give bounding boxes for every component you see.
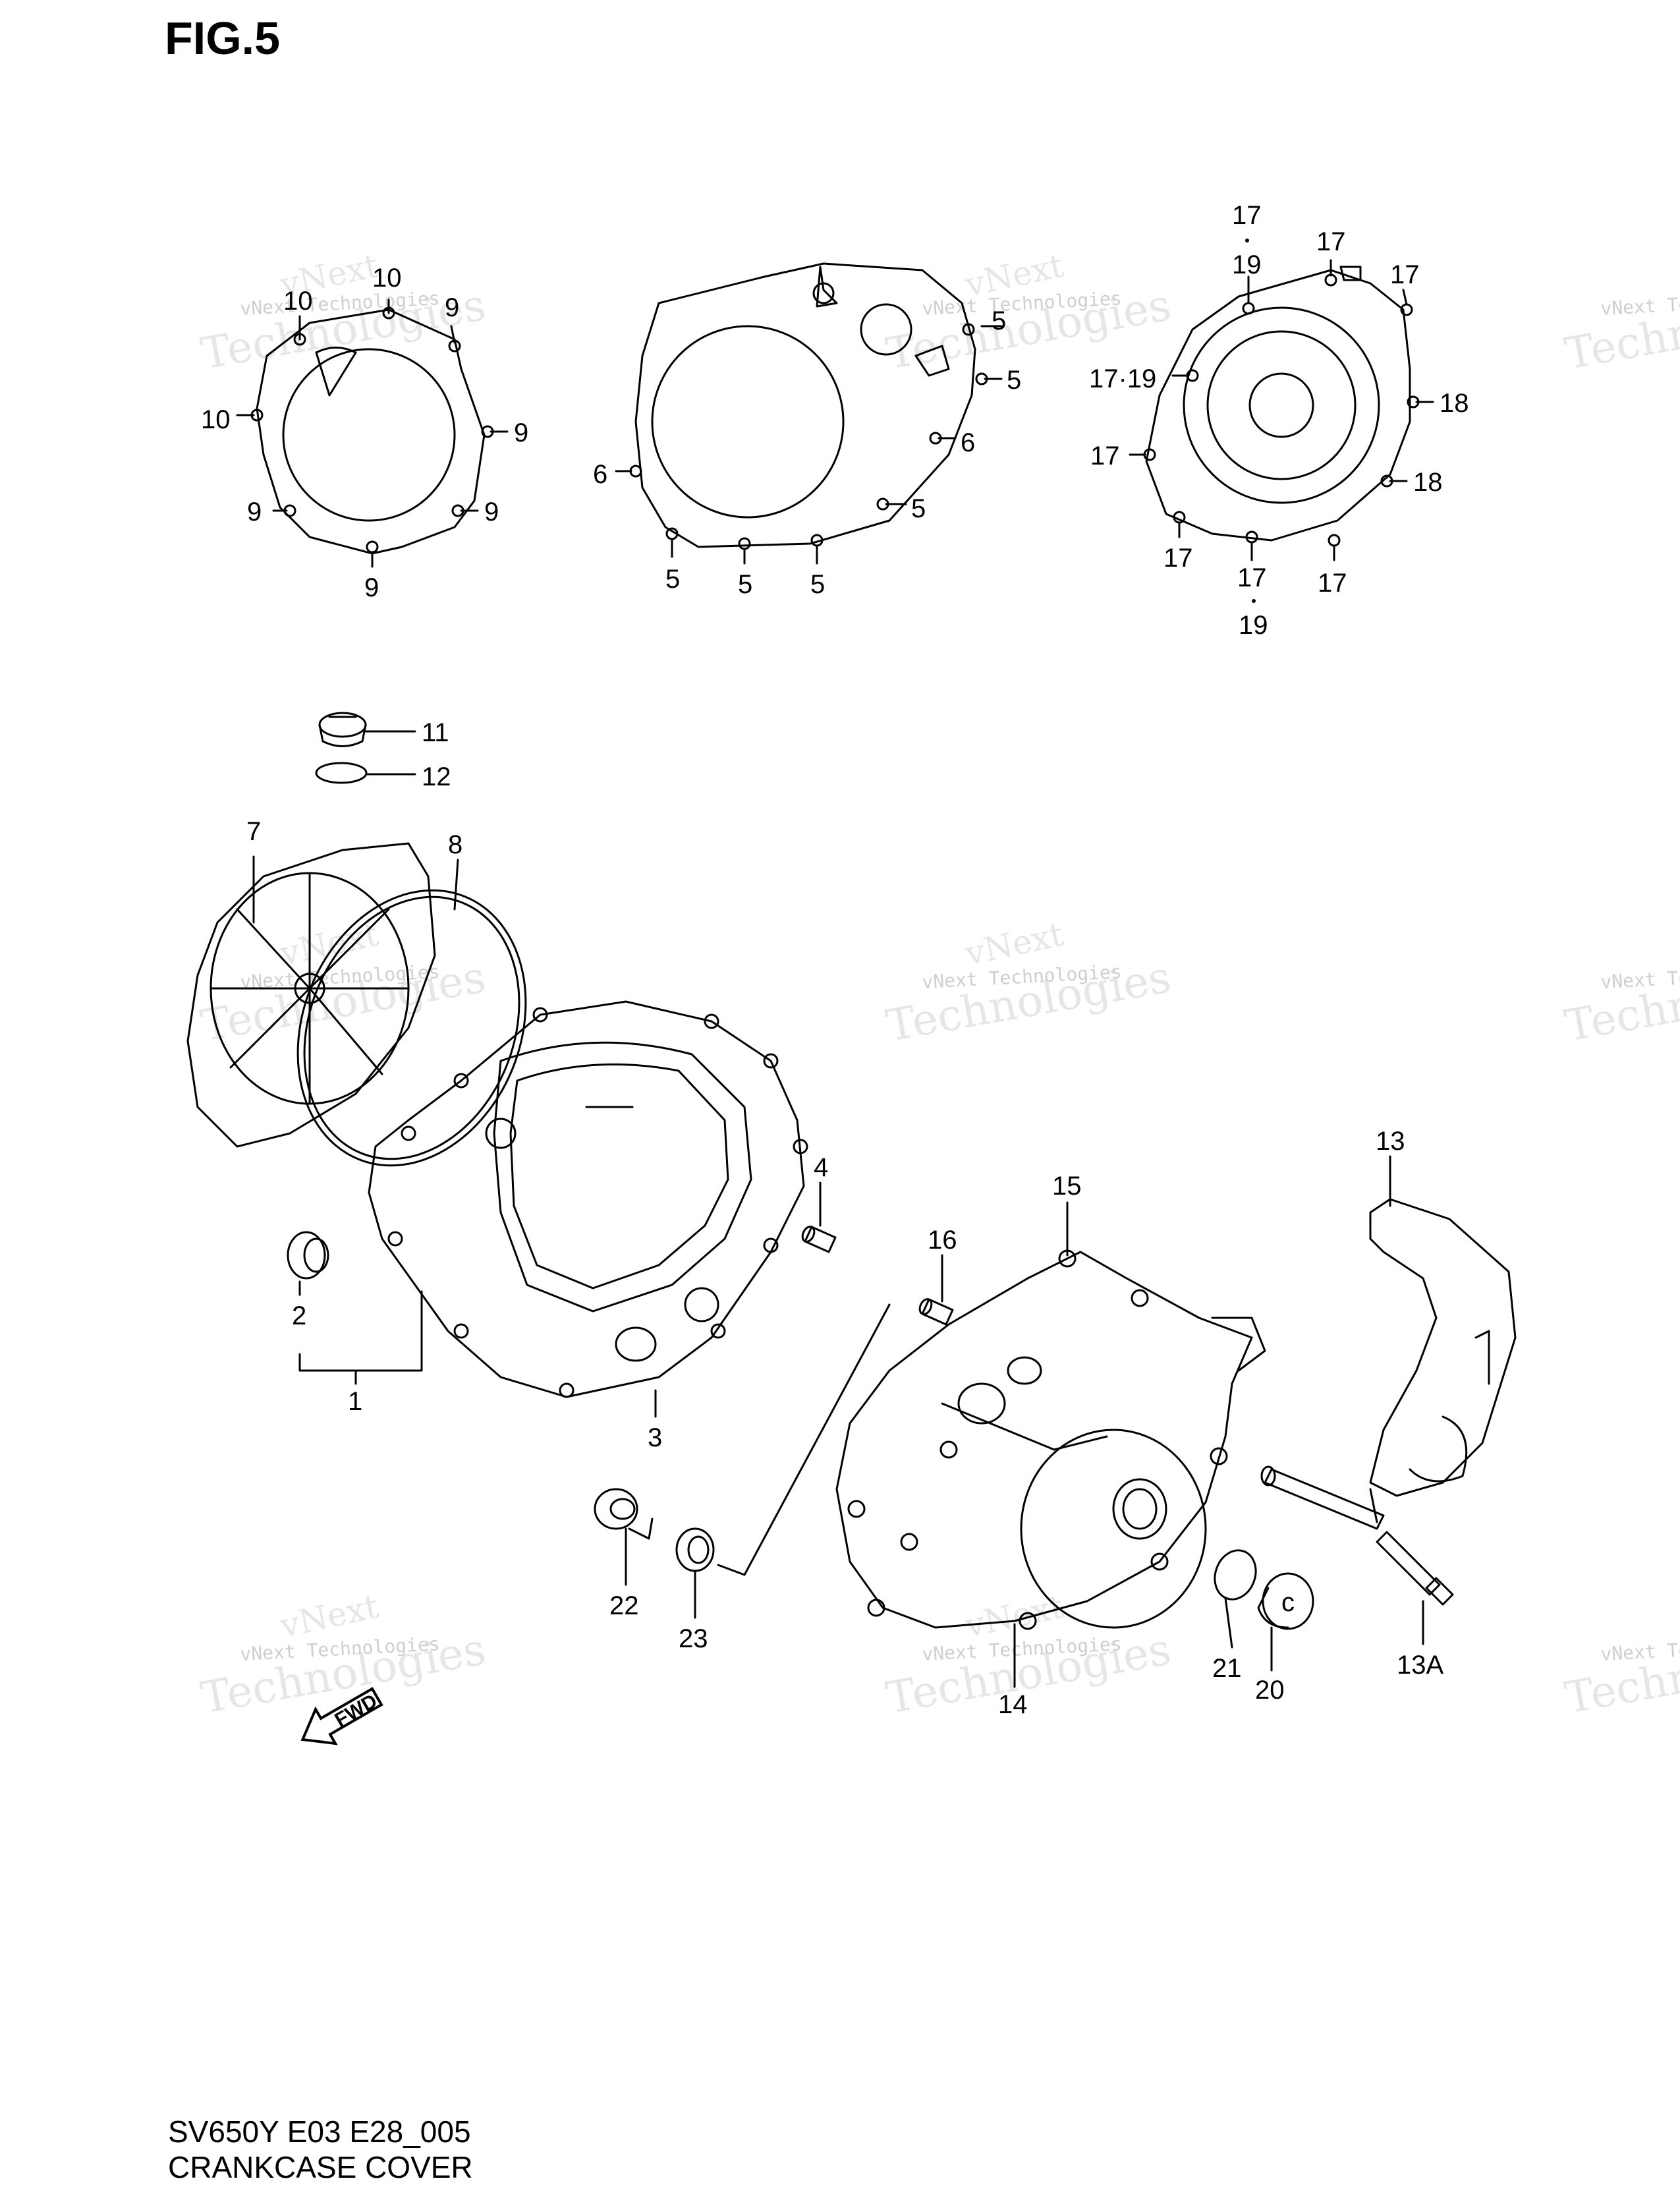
callout-label: 15: [1052, 1172, 1082, 1201]
callout-label: 16: [928, 1226, 957, 1255]
clutch-outer-cover: [186, 842, 436, 1148]
callout-label: 17·19: [1089, 364, 1156, 393]
callout-label: 5: [810, 570, 825, 599]
gasket-washer: [675, 1527, 715, 1572]
timing-plug: c: [1257, 1572, 1314, 1630]
callout-label: 18: [1440, 389, 1469, 418]
callout-label: 5: [738, 570, 752, 599]
watermark-text: vNext Technologies: [1600, 961, 1680, 993]
callout-label: 23: [679, 1624, 708, 1653]
plug-o-ring: [1214, 1549, 1257, 1601]
watermark-block: Technologies: [1561, 951, 1680, 1052]
callout-label: 10: [372, 264, 402, 293]
callout-label: 9: [514, 418, 528, 447]
callout-label: 14: [998, 1690, 1028, 1719]
callout-label: 4: [814, 1153, 828, 1182]
separator-dot: [1252, 599, 1256, 603]
callout-label: 10: [283, 287, 313, 316]
o-ring: [315, 762, 368, 784]
callout-label: 17: [1316, 227, 1346, 256]
callout-label: 7: [246, 817, 261, 846]
watermark-text: Technologies: [1561, 951, 1680, 1052]
cover-spokes: [210, 872, 410, 1105]
callout-label: 2: [292, 1301, 306, 1330]
callout-label: 9: [484, 497, 499, 526]
figure-title: FIG.5: [165, 13, 281, 64]
watermark-text: Technologies: [1561, 1624, 1680, 1724]
leader-lines: [236, 259, 1434, 1688]
callout-label: 6: [961, 428, 975, 457]
callout-label: 9: [364, 573, 379, 602]
callout-label: 17: [1163, 544, 1193, 573]
callout-labels: 10 10 9 10 9 9 9 9 5 5 6 6 5 5 5 5 17 19…: [201, 201, 1469, 1719]
callout-label: 9: [445, 293, 459, 322]
callout-label: 8: [448, 830, 462, 859]
callout-label: 5: [992, 306, 1006, 335]
watermark-text: vNext Technologies: [1600, 287, 1680, 320]
callout-label: 17: [1232, 201, 1262, 230]
callout-label: 18: [1413, 468, 1443, 497]
callout-label: 17: [1390, 260, 1420, 289]
callout-label: 3: [648, 1423, 662, 1452]
callout-label: 19: [1232, 250, 1262, 279]
dowel-pin: [801, 1226, 837, 1253]
generator-cover: [835, 1249, 1266, 1630]
callout-label: 21: [1212, 1654, 1242, 1683]
watermarks: Technologies vNext Technologies vNext Te…: [197, 246, 1680, 1724]
callout-label: 10: [201, 405, 231, 434]
callout-label: 9: [247, 497, 262, 526]
callout-label: 13A: [1397, 1651, 1443, 1680]
cover-o-ring-gasket: [296, 889, 527, 1167]
callout-label: 5: [665, 565, 680, 594]
callout-label: 13: [1376, 1127, 1405, 1156]
model-code: SV650Y E03 E28_005: [168, 2114, 471, 2149]
callout-label: 12: [422, 762, 451, 791]
watermark-text: vNext Technologies: [1600, 1633, 1680, 1665]
callout-label: 6: [593, 460, 607, 489]
drain-plug: [594, 1488, 654, 1540]
watermark-block: Technologies: [1561, 1624, 1680, 1724]
gasket-tab: [315, 347, 357, 397]
oil-filler-cap: [318, 712, 367, 747]
cover-cap: [287, 1231, 329, 1280]
callout-label: 5: [1007, 366, 1021, 395]
callout-label: 5: [911, 494, 926, 523]
callout-label: 20: [1255, 1676, 1285, 1705]
dowel-pin: [918, 1298, 954, 1326]
section-name: CRANKCASE COVER: [168, 2150, 473, 2184]
callout-label: 17: [1237, 563, 1267, 592]
gasket-generator-cover: [1143, 266, 1420, 547]
callout-label: 11: [422, 718, 449, 747]
separator-dot: [1245, 239, 1249, 242]
callout-label: 1: [348, 1387, 362, 1416]
svg-text:c: c: [1281, 1588, 1295, 1617]
callout-label: 17: [1090, 441, 1120, 470]
clutch-cover: [368, 1000, 808, 1398]
callout-label: 17: [1318, 569, 1347, 598]
callout-label: 19: [1239, 611, 1268, 640]
callout-label: 22: [609, 1591, 639, 1620]
bolt: [1376, 1531, 1454, 1606]
cover-guard-bracket: [1260, 1198, 1517, 1530]
